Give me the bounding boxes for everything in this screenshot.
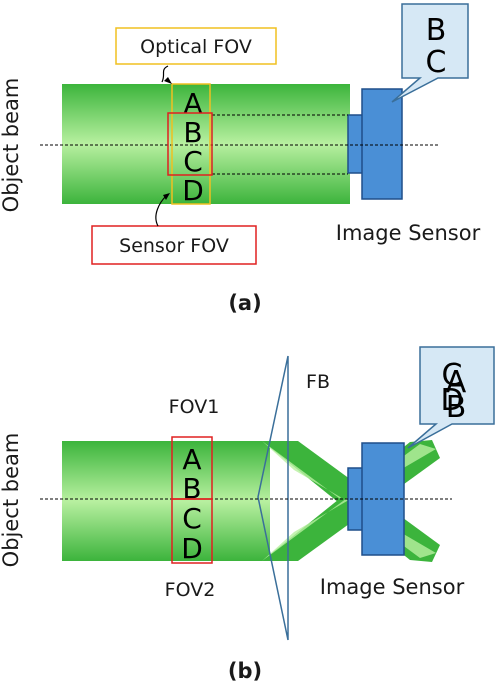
letter-c: C xyxy=(183,145,203,178)
panel-b: Object beam FB C A D B A B C D FOV1 FOV2… xyxy=(0,346,495,683)
fresnel-biprism xyxy=(257,355,289,641)
object-beam-label-a: Object beam xyxy=(0,78,23,213)
caption-a: (a) xyxy=(228,291,261,315)
sensor-fov-arrowhead xyxy=(163,193,170,200)
panel-a: Object beam B C A B C D Optical FOV Sens… xyxy=(0,3,481,315)
image-sensor-label-a: Image Sensor xyxy=(336,221,481,245)
sensor-callout-b xyxy=(407,346,495,449)
sensor-body-a xyxy=(361,88,403,200)
sensor-fov-label: Sensor FOV xyxy=(119,235,229,257)
sensor-fov-label-box xyxy=(91,225,257,265)
letter-d-b: D xyxy=(181,532,203,565)
optical-fov-arrowhead xyxy=(164,77,172,84)
letter-a-b: A xyxy=(182,443,201,476)
fov2-label: FOV2 xyxy=(165,579,216,601)
sensor-callout-a xyxy=(391,3,469,103)
optical-fov-box xyxy=(171,83,211,205)
optical-fov-label-box xyxy=(115,27,277,65)
letter-b-b: B xyxy=(182,472,201,505)
optical-fov-arrow xyxy=(161,65,169,83)
caption-b: (b) xyxy=(228,659,262,683)
optical-fov-label: Optical FOV xyxy=(140,36,252,58)
sensor-fov-arrow xyxy=(155,195,167,227)
object-beam-a xyxy=(62,84,350,204)
sensor-fov-box xyxy=(167,112,213,176)
callout-overlap-d: D xyxy=(440,383,463,418)
object-beam-label-b: Object beam xyxy=(0,433,23,568)
letter-a: A xyxy=(183,87,202,120)
callout-letter-c: C xyxy=(426,45,447,80)
callout-overlap-a: A xyxy=(446,365,467,400)
callout-letter-b: B xyxy=(426,13,447,48)
callout-overlap-c: C xyxy=(442,358,463,393)
letter-c-b: C xyxy=(182,502,202,535)
letter-d: D xyxy=(182,174,204,207)
fb-label: FB xyxy=(306,371,330,393)
letter-b: B xyxy=(183,116,202,149)
callout-overlap-b: B xyxy=(446,390,467,425)
fov1-label: FOV1 xyxy=(169,396,220,418)
object-beam-b xyxy=(62,441,270,561)
fov2-box xyxy=(171,498,213,564)
image-sensor-label-b: Image Sensor xyxy=(320,575,465,599)
